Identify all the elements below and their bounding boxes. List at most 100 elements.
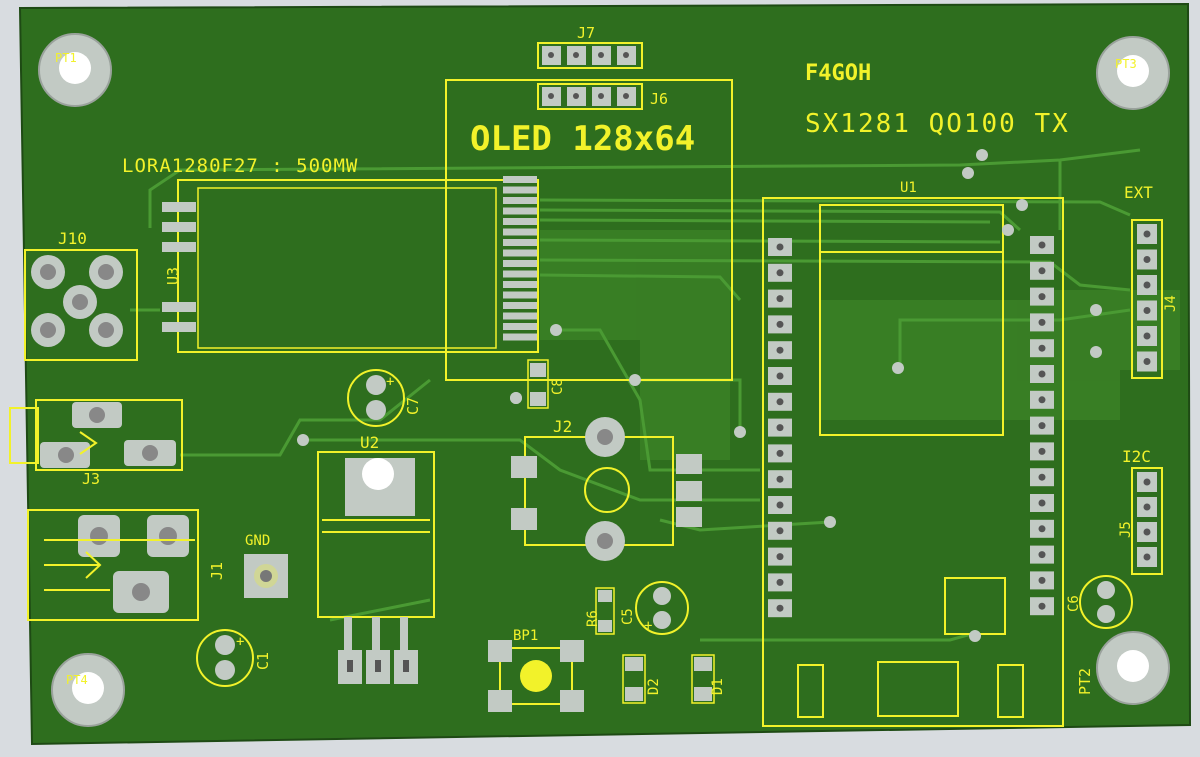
u1-pin bbox=[1030, 519, 1054, 538]
u3-side-pads bbox=[162, 202, 196, 332]
u1-pin bbox=[768, 547, 792, 566]
u1-pin bbox=[1030, 571, 1054, 590]
u3-pin bbox=[503, 302, 537, 309]
header-j7 bbox=[537, 42, 643, 69]
bp1-button bbox=[488, 640, 584, 712]
j6-label: J6 bbox=[650, 90, 668, 108]
u3-pin bbox=[503, 312, 537, 320]
j4-pin bbox=[1137, 224, 1157, 244]
u1-pin bbox=[1030, 236, 1054, 254]
capacitor-c5: + bbox=[635, 581, 689, 635]
c8-label: C8 bbox=[550, 378, 566, 395]
r6-label: R6 bbox=[585, 610, 601, 627]
j5-pin bbox=[1137, 547, 1157, 567]
u3-pin bbox=[503, 281, 537, 288]
j10-outline bbox=[24, 249, 138, 361]
j1-connector bbox=[44, 515, 195, 613]
u3-pin bbox=[503, 176, 537, 183]
board-title: F4GOH bbox=[805, 61, 871, 86]
d2-label: D2 bbox=[646, 678, 662, 695]
u3-inner bbox=[197, 187, 497, 349]
u3-pin bbox=[503, 333, 537, 341]
i2c-label: I2C bbox=[1122, 447, 1151, 466]
j4-pins bbox=[1137, 224, 1157, 372]
u1-pin bbox=[1030, 339, 1054, 358]
u1-pin bbox=[768, 521, 792, 540]
gnd-test-point bbox=[244, 554, 288, 598]
pt3-label: PT3 bbox=[1115, 57, 1137, 71]
j5-pin bbox=[1137, 472, 1157, 492]
capacitor-c7: + bbox=[347, 369, 405, 427]
j4-pin bbox=[1137, 326, 1157, 346]
u1-pin bbox=[768, 444, 792, 463]
u1-pin bbox=[768, 573, 792, 592]
pt2-label: PT2 bbox=[1076, 668, 1094, 695]
j3-outline-left bbox=[9, 407, 39, 464]
j5-pins bbox=[1137, 472, 1157, 567]
svg-text:+: + bbox=[236, 634, 244, 650]
mount-hole-pt1 bbox=[38, 33, 112, 107]
j7-label: J7 bbox=[577, 24, 595, 42]
u3-pin bbox=[503, 270, 537, 278]
diode-d2 bbox=[622, 654, 646, 704]
j3-label: J3 bbox=[82, 470, 100, 488]
u1-pin bbox=[1030, 468, 1054, 487]
c6-label: C6 bbox=[1066, 595, 1082, 612]
u1-pin bbox=[768, 238, 792, 256]
j2-connector bbox=[511, 417, 702, 561]
j5-label: J5 bbox=[1118, 521, 1134, 538]
u3-pin bbox=[503, 239, 537, 246]
svg-text:+: + bbox=[386, 374, 394, 390]
u1-pin bbox=[768, 315, 792, 334]
ext-label: EXT bbox=[1124, 183, 1153, 202]
j4-label: J4 bbox=[1163, 295, 1179, 312]
u3-right-pads bbox=[503, 176, 537, 341]
j5-outline bbox=[1131, 467, 1163, 575]
u1-pin bbox=[768, 263, 792, 282]
copper-pour bbox=[540, 230, 1180, 460]
gnd-label: GND bbox=[245, 533, 270, 549]
u1-label: U1 bbox=[900, 180, 917, 196]
u1-pin bbox=[1030, 287, 1054, 306]
j10-label: J10 bbox=[58, 229, 87, 248]
pt4-label: PT4 bbox=[66, 673, 88, 687]
u1-pin bbox=[1030, 390, 1054, 409]
u1-left-pins bbox=[768, 238, 792, 618]
u3-pin bbox=[503, 323, 537, 330]
u1-pin bbox=[768, 470, 792, 489]
j3-outline bbox=[35, 399, 183, 471]
j4-pin bbox=[1137, 249, 1157, 270]
u3-pin bbox=[503, 228, 537, 236]
u1-outline bbox=[762, 197, 1064, 727]
u3-pin bbox=[503, 291, 537, 299]
capacitor-c1: + bbox=[196, 629, 254, 687]
u3-pin bbox=[503, 197, 537, 204]
j10-connector bbox=[31, 255, 123, 347]
u1-pin bbox=[768, 496, 792, 514]
mount-hole-pt4 bbox=[51, 653, 125, 727]
j4-pin bbox=[1137, 275, 1157, 295]
u3-outline bbox=[177, 179, 539, 353]
u3-pin bbox=[503, 218, 537, 225]
pcb-board bbox=[18, 2, 1192, 746]
j3-connector bbox=[40, 402, 176, 468]
j1-label: J1 bbox=[208, 562, 226, 580]
u1-pin bbox=[1030, 313, 1054, 332]
u1-pin bbox=[768, 367, 792, 385]
u1-pin bbox=[768, 599, 792, 618]
vias bbox=[297, 149, 1102, 642]
u1-pin bbox=[1030, 442, 1054, 461]
u1-pin bbox=[768, 392, 792, 411]
u1-pin bbox=[768, 289, 792, 308]
u2-label: U2 bbox=[360, 433, 379, 452]
u3-pin bbox=[503, 249, 537, 257]
u3-label: U3 bbox=[164, 267, 182, 285]
pt1-label: PT1 bbox=[55, 51, 77, 65]
capacitor-c6 bbox=[1079, 575, 1133, 629]
bp1-label: BP1 bbox=[513, 628, 538, 644]
resistor-r6 bbox=[595, 587, 615, 635]
header-j6 bbox=[537, 83, 643, 110]
u1-pin bbox=[1030, 597, 1054, 616]
j1-outline bbox=[27, 509, 199, 621]
